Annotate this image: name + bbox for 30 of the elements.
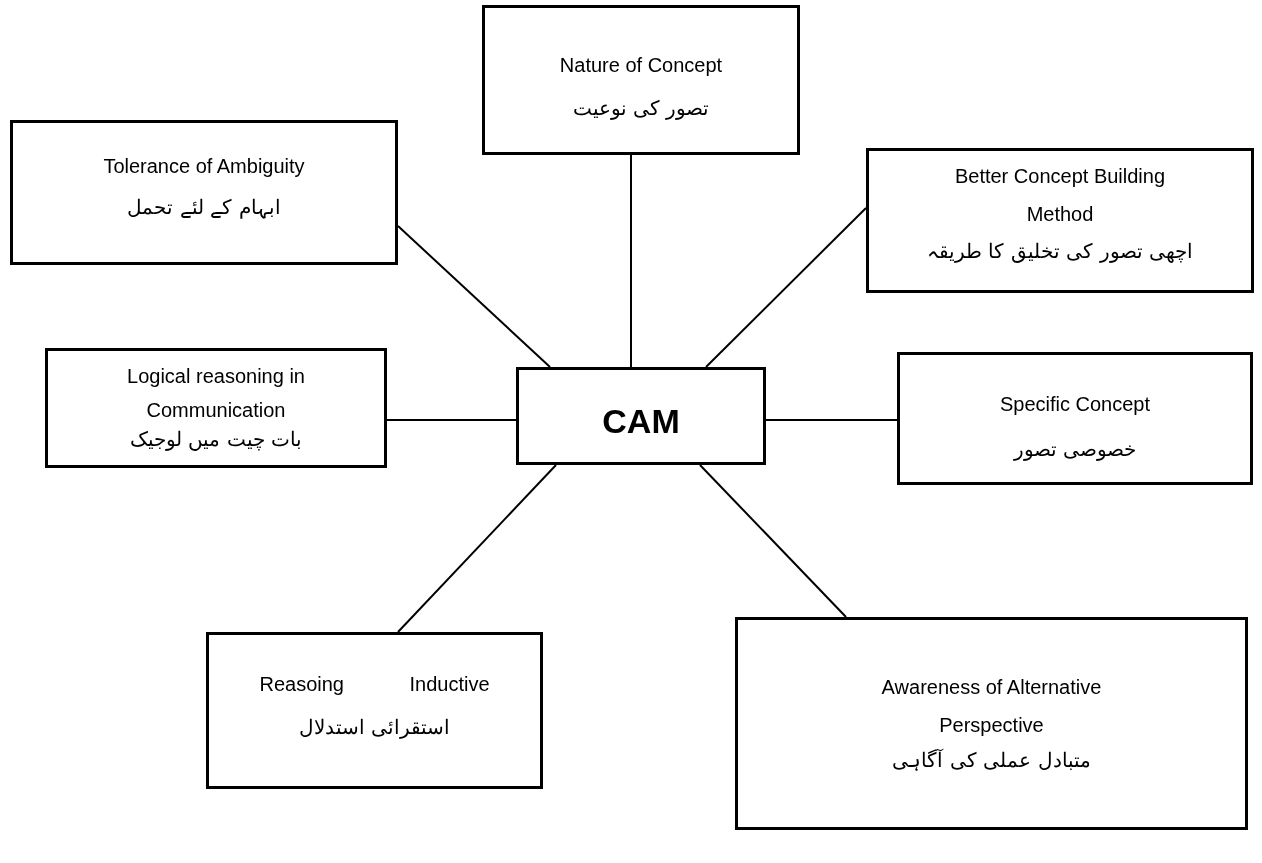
connector-line <box>765 419 898 421</box>
connector-line <box>699 464 847 618</box>
concept-box <box>897 352 1253 485</box>
urdu-label: استقرائی استدلال <box>298 715 451 740</box>
urdu-label: خصوصی تصور <box>1013 437 1137 462</box>
english-label: Better Concept Building Method <box>953 164 1167 227</box>
urdu-label: متبادل عملی کی آگاہی <box>892 748 1091 773</box>
urdu-label: ابہام کے لئے تحمل <box>127 195 281 220</box>
concept-box <box>206 632 543 789</box>
english-label: Logical reasoning in Communication <box>126 364 306 423</box>
concept-box <box>866 148 1254 293</box>
english-label: Reasoing Inductive <box>259 672 490 697</box>
center-title: CAM <box>602 401 680 442</box>
english-label: Awareness of Alternative Perspective <box>880 675 1103 738</box>
connector-line <box>397 225 551 368</box>
urdu-label: اچھی تصور کی تخلیق کا طریقہ <box>927 239 1193 264</box>
urdu-label: تصور کی نوعیت <box>572 96 710 121</box>
center-box <box>516 367 766 465</box>
concept-box <box>45 348 387 468</box>
english-label: Nature of Concept <box>559 53 723 78</box>
english-label: Specific Concept <box>999 392 1151 417</box>
concept-box <box>735 617 1248 830</box>
connector-line <box>630 154 632 368</box>
concept-box <box>10 120 398 265</box>
english-label: Tolerance of Ambiguity <box>103 154 305 179</box>
concept-box <box>482 5 800 155</box>
connector-line <box>386 419 517 421</box>
urdu-label: بات چیت میں لوجیک <box>129 427 303 452</box>
connector-line <box>397 464 557 633</box>
connector-line <box>705 207 867 368</box>
